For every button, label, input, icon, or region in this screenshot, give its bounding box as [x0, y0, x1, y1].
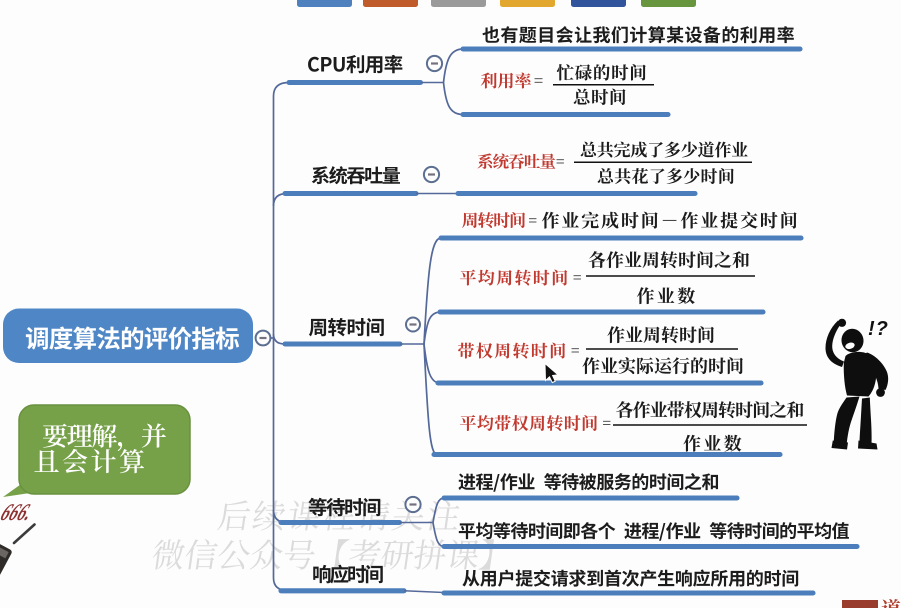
- svg-text:!?: !?: [868, 318, 889, 340]
